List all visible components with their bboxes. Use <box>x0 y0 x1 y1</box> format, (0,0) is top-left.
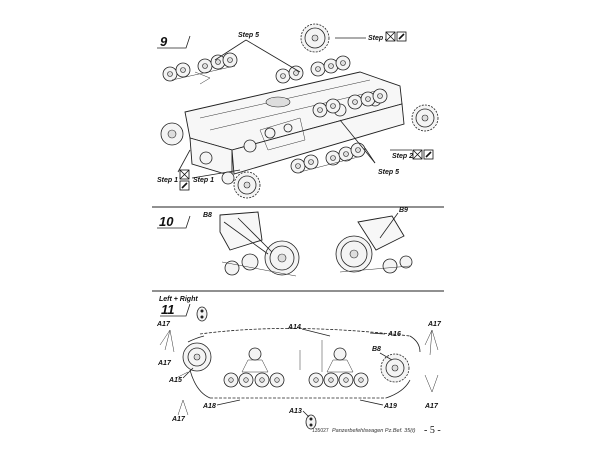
step-9-badge: 9 <box>157 34 191 49</box>
detail-icon-bottom <box>305 414 317 430</box>
bogie-right <box>312 88 388 118</box>
part-a17-top-right: A17 <box>427 321 442 328</box>
chassis-illustration <box>184 71 405 177</box>
callout-step5-top: Step 5 <box>238 32 259 39</box>
step-11-leader-lines <box>182 328 393 418</box>
part-a16: A16 <box>387 331 401 338</box>
sprocket-top <box>300 23 330 53</box>
callout-step2-top: Step 2 <box>368 35 389 42</box>
part-a17-top-left: A17 <box>156 321 171 328</box>
part-a17-bottom-right: A17 <box>424 403 439 410</box>
cement-glue-icon <box>412 149 423 160</box>
idler-assembly-right <box>335 212 413 274</box>
step-10-badge: 10 <box>157 214 191 229</box>
part-a15: A15 <box>168 377 182 384</box>
step-11-number: 11 <box>161 302 175 317</box>
step-11: Left + Right 11 <box>156 296 442 430</box>
idler-left <box>160 122 184 146</box>
cement-glue-icon <box>385 31 396 42</box>
callout-step1-mid: Step 1 <box>193 177 214 184</box>
road-wheels <box>223 372 369 388</box>
bogie-brackets <box>241 340 354 373</box>
page-number: - 5 - <box>424 425 441 436</box>
part-a18: A18 <box>202 403 216 410</box>
step-11-heading: Left + Right <box>159 296 198 303</box>
part-b9-step10: B9 <box>399 207 408 214</box>
paint-icon <box>396 31 407 42</box>
step-9-number: 9 <box>160 34 168 49</box>
part-a17-mid-left: A17 <box>157 360 172 367</box>
part-b8-step10: B8 <box>203 212 212 219</box>
callout-step1-left: Step 1 <box>157 177 178 184</box>
sprocket-rear <box>380 353 410 383</box>
part-a17-bottom-left: A17 <box>171 416 186 423</box>
part-b8-step11: B8 <box>372 346 381 353</box>
bogie-top-left <box>162 52 238 85</box>
part-a19: A19 <box>383 403 397 410</box>
part-a13: A13 <box>288 408 302 415</box>
cement-glue-icon <box>179 169 190 180</box>
track-link-leaders <box>159 329 439 416</box>
detail-icon-top-left <box>196 306 208 322</box>
bogie-top-middle <box>275 55 351 84</box>
footer-code: 135027 <box>312 428 329 434</box>
footer-model-name: Panzerbefehlswagen Pz.Bef. 35(t) <box>332 428 416 434</box>
callout-step2-right: Step 2 <box>392 153 413 160</box>
idler-front <box>182 342 212 372</box>
track-top-run <box>199 328 411 337</box>
paint-icon <box>423 149 434 160</box>
step-10-number: 10 <box>159 214 174 229</box>
idler-assembly-left <box>219 211 300 277</box>
step-9: 9 <box>157 23 439 199</box>
page-footer: 135027 Panzerbefehlswagen Pz.Bef. 35(t) … <box>312 425 441 436</box>
step-10: 10 B8 B9 <box>157 207 413 277</box>
callout-step5-right: Step 5 <box>378 169 399 176</box>
step-9-leader-lines <box>177 39 412 179</box>
sprocket-bottom <box>221 171 261 199</box>
paint-icon <box>179 180 190 191</box>
part-a14: A14 <box>287 324 301 331</box>
sprocket-right <box>411 104 439 132</box>
step-11-badge: 11 <box>160 302 191 317</box>
